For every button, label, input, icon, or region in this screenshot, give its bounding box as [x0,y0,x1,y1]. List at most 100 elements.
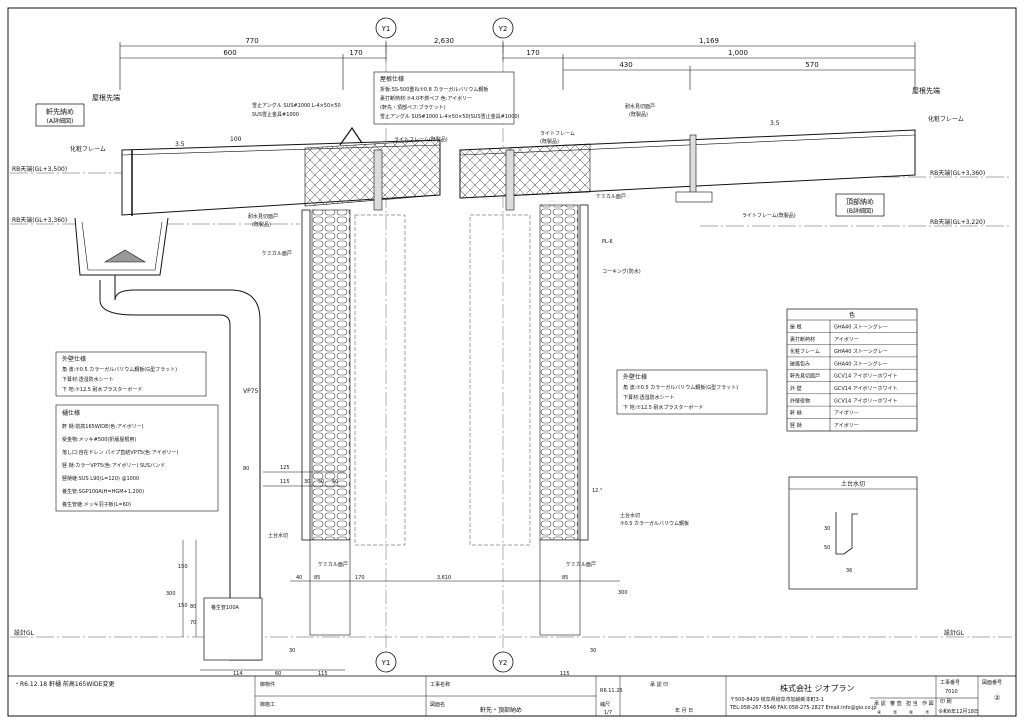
dim-1169: 1,169 [699,37,719,45]
project-label: 御物件 [260,681,275,688]
sill-dim-30: 30 [824,526,830,532]
top-detail-sub: (B詳細図) [847,207,874,215]
screen-bottom-left: ケミカル面戸 [318,561,348,568]
dim-50b: 50 [332,479,338,485]
stamp-label-3: 担 当 [906,700,918,707]
dim-80b: 80 [190,604,196,610]
dim-115: 115 [280,479,290,485]
color-table-value: GCV14 アイボリーホワイト [834,373,898,380]
level-eaves-left: 屋根先端 [92,93,120,102]
company-tel: TEL:058-267-5546 FAX:058-275-2827 Email:… [729,705,877,711]
roof-spec-box: 屋根仕様 折板:SS-500重ね⑦0.8 カラーガルバリウム鋼板 裏打断熱材:⑦… [373,71,520,125]
color-table-value: GCV14 アイボリーホワイト [834,397,898,404]
slope-right: 3.5 [770,120,780,127]
dim-300-right: 300 [618,590,628,596]
dim-150b: 150 [178,603,188,609]
screen-bottom-right: ケミカル面戸 [566,561,596,568]
wall-spec-left-title: 外壁仕様 [62,355,86,363]
color-table-item: 軒先見切面戸 [790,373,820,380]
roof-spec-line-1: 折板:SS-500重ね⑦0.8 カラーガルバリウム鋼板 [380,86,488,93]
snow-bracket-label: SUS雪止金具#1000 [252,111,299,118]
dim-570: 570 [805,61,818,69]
revision-note: ・R6.12.18 軒樋 前高165WIDE変更 [14,680,114,688]
wall-spec-right-title: 外壁仕様 [623,373,647,381]
angle-label: 12.° [592,488,603,494]
stamp-label-1: 承 認 [874,700,886,707]
doc-no: 7010 [945,689,958,695]
lower-dims [182,471,620,671]
wind-guard-left: 耐水見切面戸 [248,213,278,220]
dim-30b: 30 [289,648,295,654]
color-table-value: アイボリー [834,422,859,429]
dim-150: 150 [178,564,188,570]
eaves-detail-sub: (A詳細図) [47,117,74,125]
dim-170-right: 170 [526,49,539,57]
caulk-label: コーキング(防水) [602,268,641,275]
wall-spec-right-line-3: 下 地:⑦12.5 耐水プラスターボード [623,404,703,411]
eaves-detail-title: 軒先納め [46,107,74,116]
stamp-mark-1: ④ [877,710,882,716]
decor-frame-right: 化粧フレーム [928,115,964,123]
dim-85: 85 [314,575,320,581]
color-table-item: 竪 樋 [790,422,802,429]
wall-spec-right: 外壁仕様 角 波:⑦0.5 カラーガルバリウム鋼板(G型フラット) 下葺材:透湿… [616,369,768,415]
approval-label: 承 認 印 [650,681,668,688]
stamp-mark-2: ⑤ [893,710,897,716]
light-frame-center-sub: (既製品) [540,138,559,145]
base-cut-right: 土台水切 [620,512,640,519]
grid-lines: Y1 Y2 Y1 Y2 [375,17,514,673]
gutter-spec-line-7: 養生管継:メッキ羽子板(L=60) [62,501,131,508]
color-table-value: GHA40 ストーングレー [834,324,888,331]
dim-3610: 3,610 [437,575,451,581]
screen-left: ケミカル面戸 [262,250,292,257]
eaves-detail-callout: 軒先納め (A詳細図) [35,103,85,127]
snow-angle-label: 雪止アングル SUS#1000 L-4×50×50 [252,102,341,109]
dim-30-right: 30 [590,648,596,654]
gutter-spec-line-5: 竪樋継:SUS L90(L=120) @1000 [62,475,139,482]
guard-pipe-label: 養生管100A [211,604,240,611]
color-table-value: アイボリー [834,336,859,343]
sheet-no: ② [994,694,1000,702]
dim-115b: 115 [318,671,328,677]
title-block [7,675,1017,717]
gutter-spec-line-4: 竪 樋:カラーVP75(色:アイボリー) SUSバンド [62,462,165,469]
left-roof-section [121,126,441,216]
guard-pipe [203,597,263,661]
wind-guard-right: 耐水見切面戸 [625,103,655,110]
sheet-no-label: 図面番号 [982,679,1002,686]
grid-label-y1-bottom: Y1 [381,659,391,667]
right-roof-section [459,129,916,211]
gutter-spec-line-1: 軒 樋:前高165WIDE(色:アイボリー) [62,423,144,430]
wind-guard-right-sub: (既製品) [629,111,648,118]
wall-spec-left-line-1: 角 波:⑦0.5 カラーガルバリウム鋼板(G型フラット) [62,366,177,373]
light-frame-right: ライトフレーム(既製品) [742,212,796,219]
level-rb-right: RB天端(GL+3,360) [930,169,985,177]
drawing-name-label: 図面名 [430,701,445,708]
top-detail-title: 頂部納め [846,197,874,206]
dim-430: 430 [619,61,632,69]
color-table-header: 色 [849,311,855,319]
wall-spec-left-line-2: 下葺材:透湿防水シート [62,376,114,383]
grid-label-y1-top: Y1 [381,25,391,33]
color-table-value: GHA40 ストーングレー [834,360,888,367]
dim-50a: 50 [318,479,324,485]
company-address: 〒500-8429 岐阜県岐阜市加納新本町3-1 [730,696,824,703]
plate-label: PL-6 [602,239,613,245]
gutter-spec: 樋仕様 軒 樋:前高165WIDE(色:アイボリー) 受金物:メッキ#500(折… [55,404,219,512]
light-frame-center: ライトフレーム [540,131,575,137]
company-name: 株式会社 ジオプラン [780,683,855,693]
dim-30: 30 [304,479,310,485]
drawing-name: 軒先・頂部納め [480,706,522,714]
dim-2630: 2,630 [434,37,454,45]
gutter-spec-line-2: 受金物:メッキ#500(折版屋根用) [62,436,136,443]
stamp-mark-3: ⑥ [909,710,914,716]
base-cut-left: 土台水切 [268,532,288,539]
color-table-value: GHA40 ストーングレー [834,348,888,355]
color-table-item: 軒 樋 [790,410,802,417]
color-table-value: GCV14 アイボリーホワイト [834,385,898,392]
scale-label: 縮尺 [600,701,610,708]
color-table-item: 裏打断熱材 [790,336,815,343]
roof-spec-line-3: (軒先・頂部ペフ:ブラケット) [380,104,446,111]
left-wall [301,209,406,636]
